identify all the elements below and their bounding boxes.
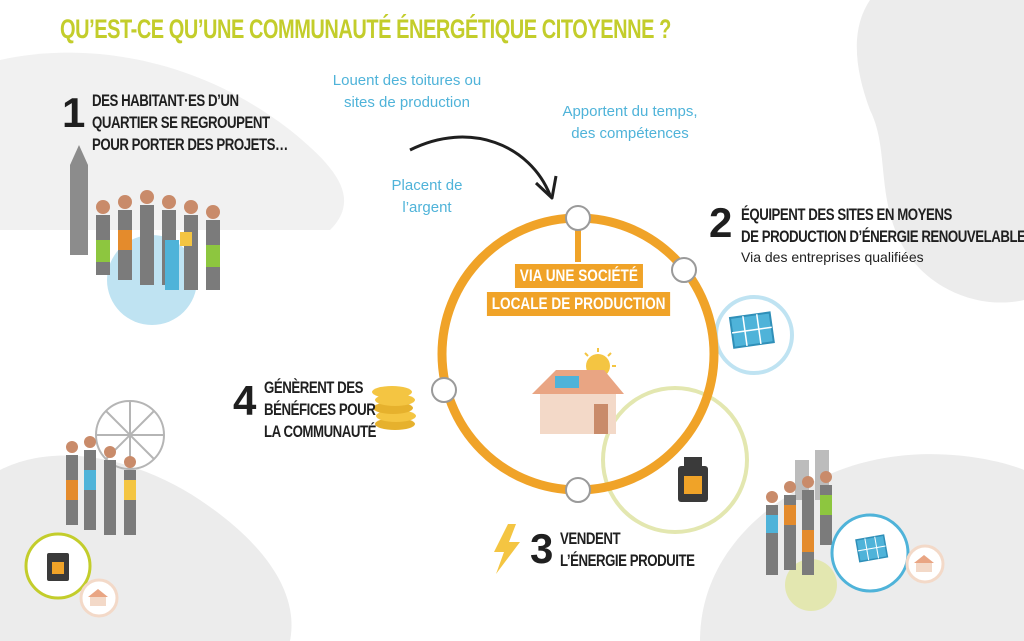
step-4-number: 4 [233, 377, 257, 424]
step-2-text: ÉQUIPENT DES SITES EN MOYENS DE PRODUCTI… [741, 204, 1024, 248]
step-1-number: 1 [62, 89, 86, 136]
contribution-time: Apportent du temps, des compétences [540, 101, 720, 145]
stove-icon [678, 457, 708, 502]
contribution-money-line2: l’argent [402, 199, 452, 216]
contribution-money: Placent de l’argent [372, 175, 482, 219]
coins-icon [372, 386, 416, 430]
step-2-line2: DE PRODUCTION D’ÉNERGIE RENOUVELABLE [741, 227, 1024, 246]
house-solar-icon [532, 348, 624, 434]
center-label: VIA UNE SOCIÉTÉ LOCALE DE PRODUCTION [484, 264, 674, 316]
ring-node-bottom [565, 477, 591, 503]
step-4-line2: BÉNÉFICES POUR [264, 400, 376, 419]
step-1-text: DES HABITANT·ES D’UN QUARTIER SE REGROUP… [92, 90, 288, 156]
contribution-rooftops-line1: Louent des toitures ou [332, 72, 482, 89]
step-4-text: GÉNÈRENT DES BÉNÉFICES POUR LA COMMUNAUT… [264, 377, 376, 443]
people-group-icon-bottom-right [766, 450, 945, 611]
lightning-icon [494, 524, 520, 574]
ring-node-left [431, 377, 457, 403]
people-group-icon-top-left [70, 145, 220, 325]
step-3-number: 3 [530, 525, 554, 572]
contribution-rooftops-line2: sites de production [344, 94, 470, 111]
step-3-text: VENDENT L’ÉNERGIE PRODUITE [560, 528, 695, 572]
step-1-line2: QUARTIER SE REGROUPENT [92, 113, 270, 132]
page-title: QU’EST-CE QU’UNE COMMUNAUTÉ ÉNERGÉTIQUE … [60, 14, 671, 44]
center-label-line1: VIA UNE SOCIÉTÉ [515, 264, 643, 288]
people-group-icon-bottom-left [24, 436, 136, 618]
ring-node-top [565, 205, 591, 231]
ring-node-right [671, 257, 697, 283]
stove-circle [601, 386, 749, 534]
background-blob-top-right [856, 0, 1024, 303]
contribution-time-line1: Apportent du temps, [562, 103, 698, 120]
step-3-line2: L’ÉNERGIE PRODUITE [560, 551, 695, 570]
contribution-money-line1: Placent de [391, 177, 463, 194]
solar-panel-icon [728, 311, 775, 349]
curved-arrow-icon [409, 135, 558, 200]
contribution-rooftops: Louent des toitures ou sites de producti… [312, 70, 502, 114]
step-3-line1: VENDENT [560, 529, 621, 548]
step-2-subtitle: Via des entreprises qualifiées [741, 249, 924, 265]
contribution-time-line2: des compétences [571, 125, 689, 142]
center-label-line2: LOCALE DE PRODUCTION [487, 292, 671, 316]
step-4-line3: LA COMMUNAUTÉ [264, 422, 377, 441]
step-1-line1: DES HABITANT·ES D’UN [92, 91, 239, 110]
step-4-line1: GÉNÈRENT DES [264, 378, 364, 397]
step-1-line3: POUR PORTER DES PROJETS… [92, 135, 288, 154]
step-2-line1: ÉQUIPENT DES SITES EN MOYENS [741, 205, 952, 224]
step-2-number: 2 [709, 199, 733, 246]
